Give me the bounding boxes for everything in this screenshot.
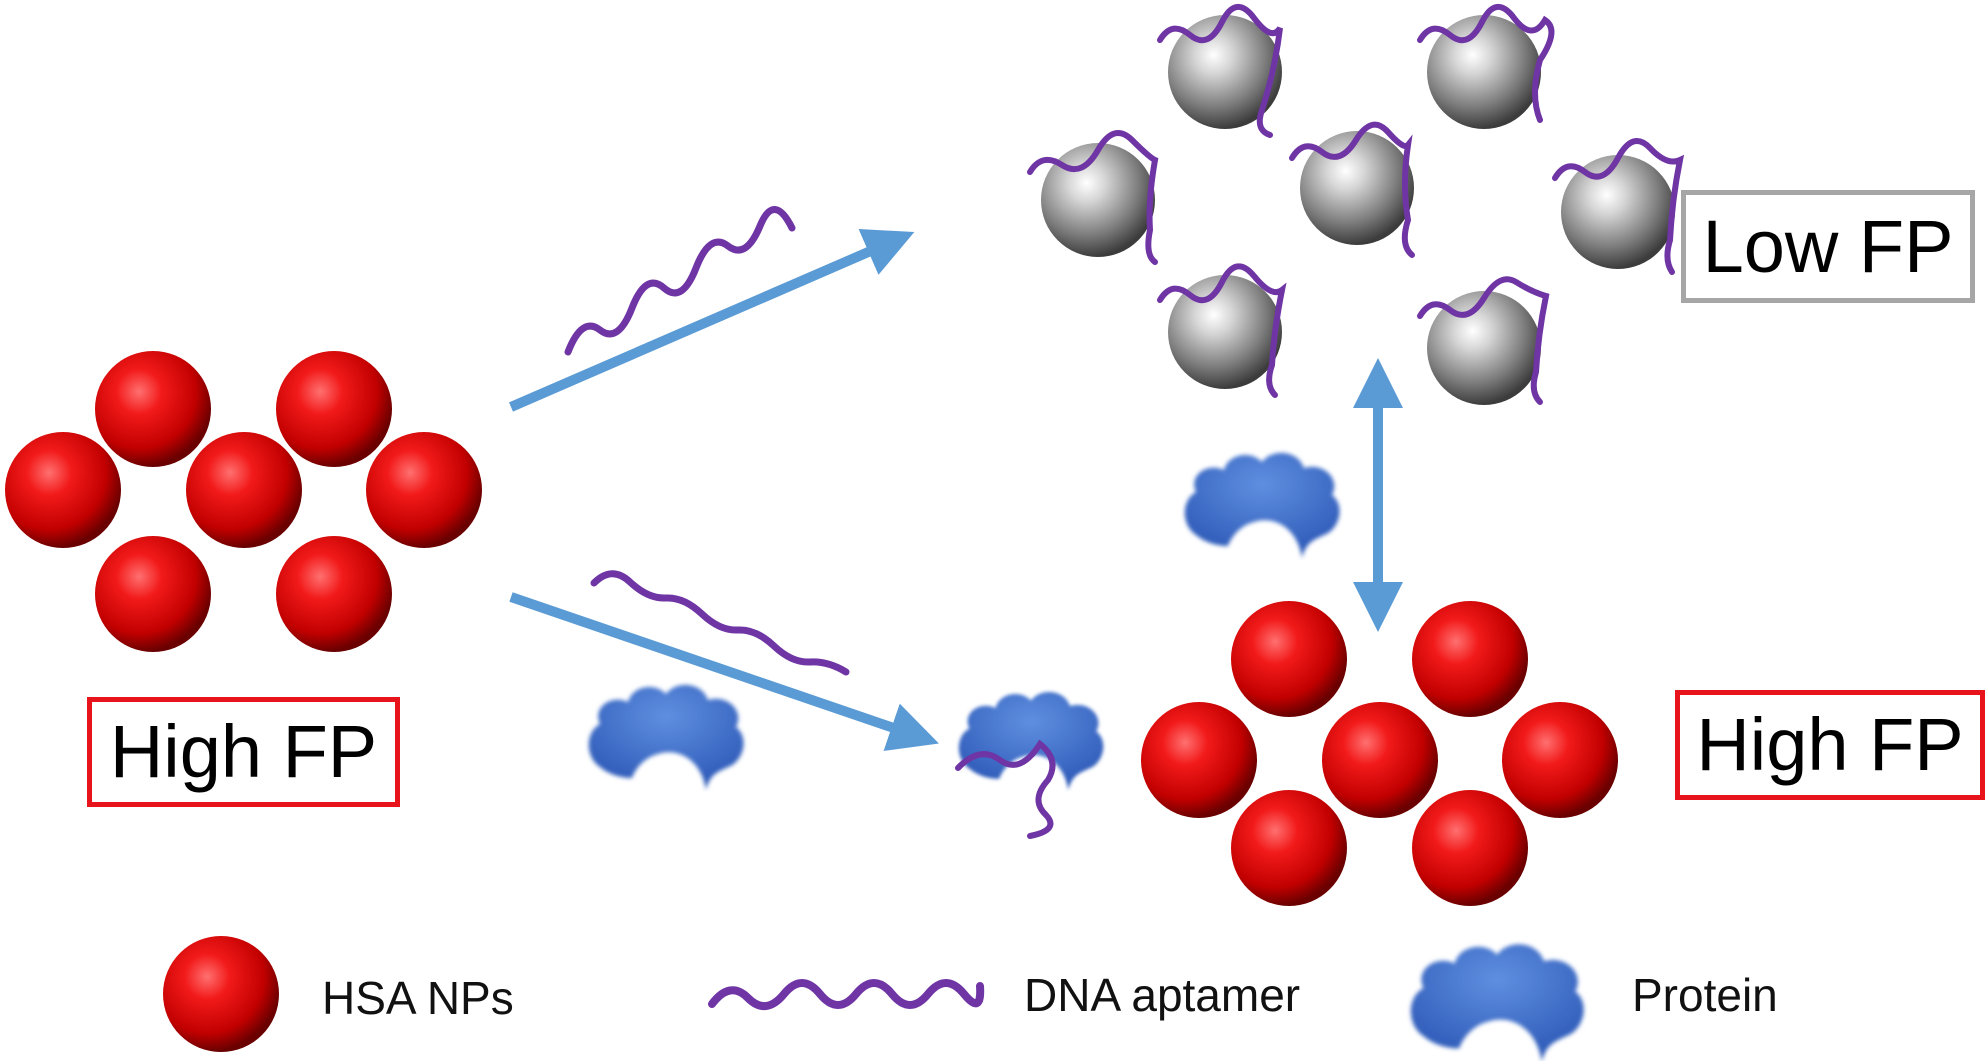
gray-np-cluster: [1027, 4, 1685, 405]
protein-bound: [959, 692, 1104, 790]
legend-protein: Protein: [1632, 969, 1778, 1021]
hsa-np: [5, 432, 121, 548]
hsa-np: [186, 432, 302, 548]
protein-free: [589, 685, 744, 790]
legend-dna-aptamer: DNA aptamer: [1024, 969, 1301, 1021]
aptamer-bound: [955, 739, 1056, 839]
legend-hsa-nps: HSA NPs: [322, 972, 514, 1024]
hsa-np: [1412, 601, 1528, 717]
hsa-np-cluster-left: [5, 351, 482, 652]
hsa-np: [276, 536, 392, 652]
high-fp-label-right: High FP: [1675, 690, 1985, 800]
hsa-np: [366, 432, 482, 548]
hsa-np: [276, 351, 392, 467]
legend-aptamer-icon: [708, 979, 985, 1010]
high-fp-right-text: High FP: [1696, 703, 1964, 786]
arrow-to-low-fp: [509, 229, 915, 412]
hsa-np: [1322, 702, 1438, 818]
hsa-np: [1141, 702, 1257, 818]
high-fp-left-text: High FP: [109, 710, 378, 793]
low-fp-label: Low FP: [1681, 190, 1975, 303]
hsa-np: [95, 536, 211, 652]
hsa-np: [1231, 790, 1347, 906]
hsa-np: [1231, 601, 1347, 717]
protein-aptamer-complex: [955, 692, 1104, 839]
hsa-np: [1412, 790, 1528, 906]
gray-np-with-aptamer: [1289, 121, 1415, 258]
gray-np-with-aptamer: [1027, 129, 1159, 265]
hsa-np: [1502, 702, 1618, 818]
gray-np-with-aptamer: [1157, 4, 1283, 138]
legend-protein-icon: [1411, 944, 1584, 1061]
low-fp-text: Low FP: [1702, 204, 1954, 288]
high-fp-label-left: High FP: [87, 697, 400, 807]
hsa-np: [95, 351, 211, 467]
hsa-np-cluster-right: [1141, 601, 1618, 906]
gray-np-with-aptamer: [1157, 263, 1287, 398]
aptamer-strand-lower: [590, 570, 850, 676]
protein-near-arrow: [1185, 453, 1340, 558]
gray-np-with-aptamer: [1417, 4, 1555, 129]
gray-np-with-aptamer: [1417, 276, 1550, 405]
arrow-to-complex: [509, 592, 939, 751]
legend-hsa-np-icon: [163, 936, 279, 1052]
aptamer-strand-upper: [564, 206, 796, 356]
gray-np-with-aptamer: [1552, 137, 1685, 275]
